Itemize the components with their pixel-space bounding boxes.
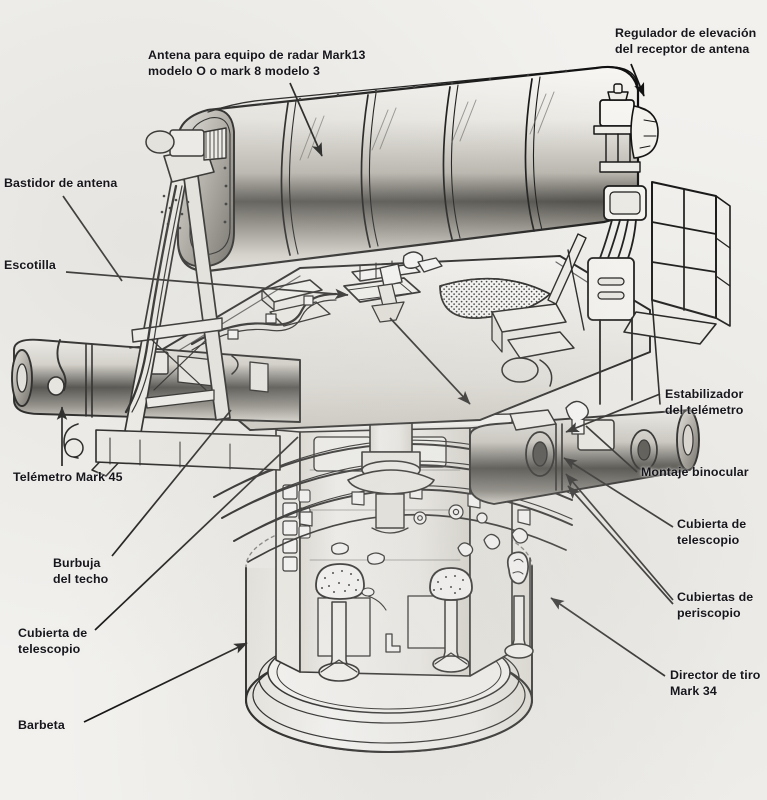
stabilizer-housing: [491, 303, 575, 387]
callout-cubierta-telescopio-izq: Cubierta de telescopio: [18, 626, 88, 656]
platform-railing: [623, 181, 731, 345]
callout-burbuja-del-techo: Burbuja del techo: [53, 556, 109, 586]
leader-cubiertas-periscopio: [565, 473, 674, 601]
leader-antena-radar: [289, 82, 323, 157]
lower-beam: [63, 423, 281, 471]
telescope-covers: [331, 542, 385, 565]
leader-barbeta: [83, 642, 248, 723]
leader-periscopio-leader-2: [567, 485, 674, 605]
elevation-regulator: [593, 83, 659, 173]
leader-regulador-elevacion: [630, 63, 645, 97]
callout-cubierta-telescopio-der: Cubierta de telescopio: [677, 517, 747, 547]
callout-regulador-elevacion: Regulador de elevación del receptor de a…: [615, 26, 757, 56]
callout-estabilizador-telemetro: Estabilizador del telémetro: [665, 387, 744, 417]
callout-antena-radar: Antena para equipo de radar Mark13 model…: [148, 48, 366, 78]
operator-seats: [315, 551, 534, 682]
leader-lines: [56, 63, 674, 723]
leader-cubierta-telescopio-izq: [94, 436, 299, 631]
floor-fittings: [361, 587, 401, 653]
callout-director-tiro-mark-34: Director de tiro Mark 34: [670, 668, 761, 698]
leader-director-tiro-mark-34: [550, 597, 666, 677]
periscope-covers: [457, 527, 529, 557]
leader-cubierta-telescopio-der: [563, 457, 674, 528]
callout-montaje-binocular: Montaje binocular: [641, 465, 749, 479]
leader-escotilla: [65, 271, 349, 300]
callout-barbeta: Barbeta: [18, 718, 65, 732]
callout-escotilla: Escotilla: [4, 258, 56, 272]
leader-estabilizador-telemetro: [565, 393, 661, 433]
leader-bastidor-antena: [62, 195, 123, 282]
leader-escotilla-leader-2: [389, 317, 471, 405]
leader-montaje-binocular: [585, 425, 638, 473]
callout-telemetro-mark-45: Telémetro Mark 45: [13, 470, 123, 484]
right-tower: [547, 83, 731, 405]
callout-bastidor-antena: Bastidor de antena: [4, 176, 118, 190]
callout-cubiertas-periscopio: Cubiertas de periscopio: [677, 590, 754, 620]
leader-burbuja-del-techo: [111, 409, 232, 557]
